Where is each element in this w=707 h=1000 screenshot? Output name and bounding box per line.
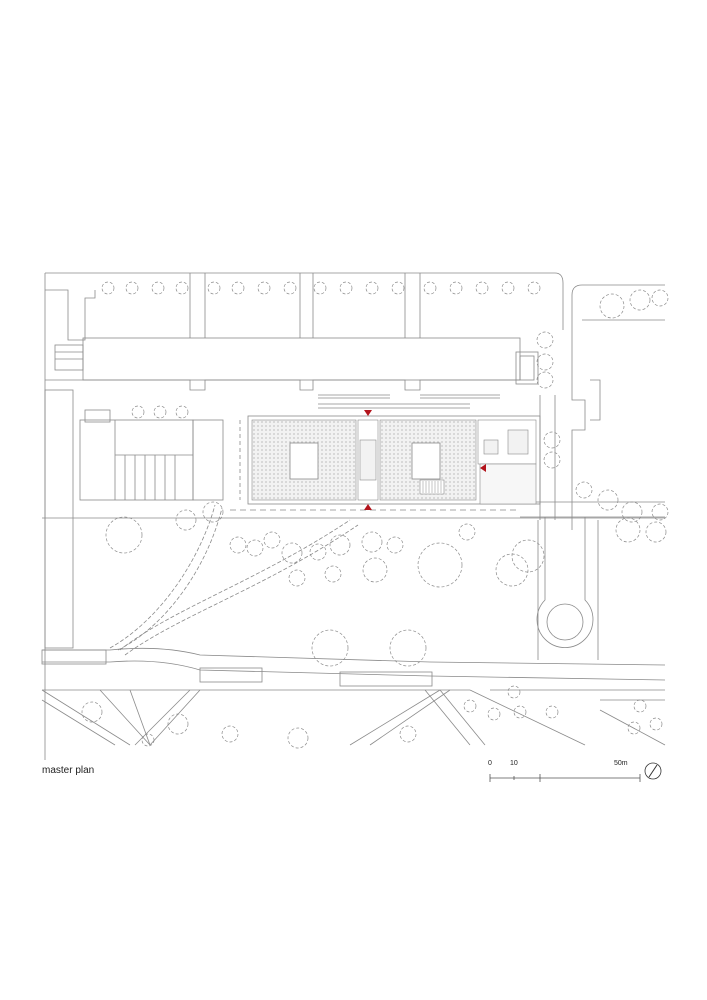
museum-floor-plan [251, 419, 537, 505]
north-building-block [44, 272, 564, 760]
entry-triangle-icon [480, 464, 486, 472]
plan-caption: master plan [42, 765, 95, 776]
scale-label-50m: 50m [614, 760, 628, 767]
scale-label-10: 10 [510, 760, 518, 767]
museum-building-outline [42, 394, 665, 519]
east-street [520, 284, 665, 660]
lower-path-network [41, 689, 666, 746]
entry-markers [364, 410, 486, 510]
scale-bar [489, 774, 641, 782]
west-block [44, 389, 224, 649]
north-arrow-icon [644, 762, 662, 780]
entry-triangle-icon [364, 410, 372, 416]
access-paths [41, 504, 666, 687]
entry-triangle-icon [364, 504, 372, 510]
trees [81, 281, 669, 749]
scale-label-0: 0 [488, 760, 492, 767]
